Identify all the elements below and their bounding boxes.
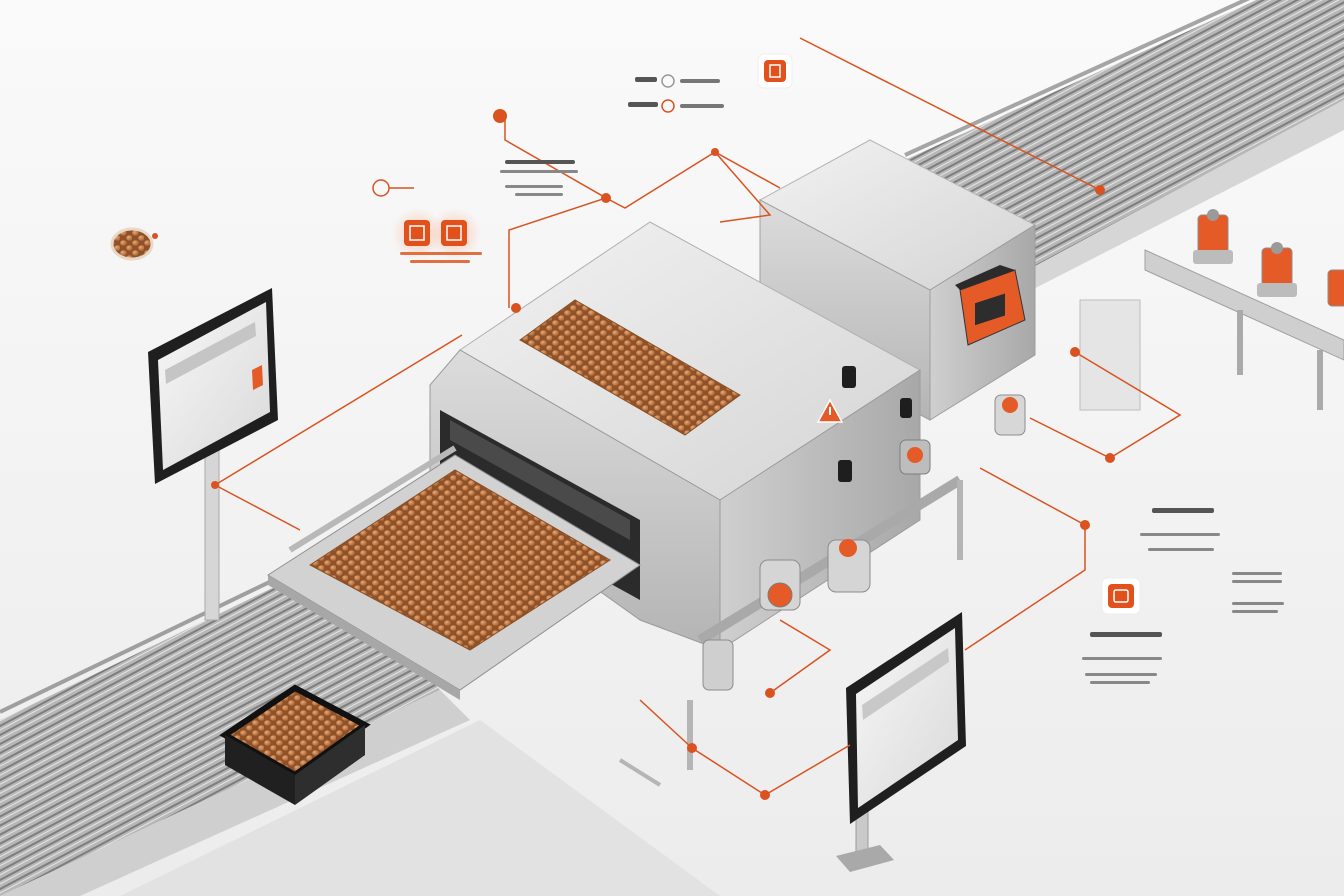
switch-knob	[838, 460, 852, 482]
pipeline-assembly	[1079, 209, 1344, 411]
gauge-icon	[372, 179, 414, 197]
monitor-screen	[158, 302, 270, 470]
valve-icon	[1327, 269, 1344, 307]
valve-icon	[1257, 242, 1297, 297]
callout-nodes	[152, 109, 1115, 800]
valve-icon	[1193, 209, 1233, 264]
warning-icon	[816, 398, 844, 423]
control-box	[955, 265, 1026, 346]
panel-icon	[757, 53, 793, 89]
product-tray	[267, 445, 641, 700]
panel-icon	[1101, 577, 1141, 615]
switch-knob	[900, 398, 912, 418]
gauge-icon	[661, 74, 675, 113]
label-marks	[400, 77, 1284, 684]
switch-knob	[842, 366, 856, 388]
panel-icon	[429, 208, 481, 260]
product-bin	[219, 684, 371, 805]
pump-assembly	[618, 394, 1026, 787]
callout-lines	[214, 37, 1182, 796]
right-monitor	[836, 612, 966, 872]
left-monitor	[148, 288, 278, 621]
bowl-icon	[110, 227, 154, 261]
product-hopper	[519, 299, 741, 436]
panel-icon	[392, 208, 444, 260]
